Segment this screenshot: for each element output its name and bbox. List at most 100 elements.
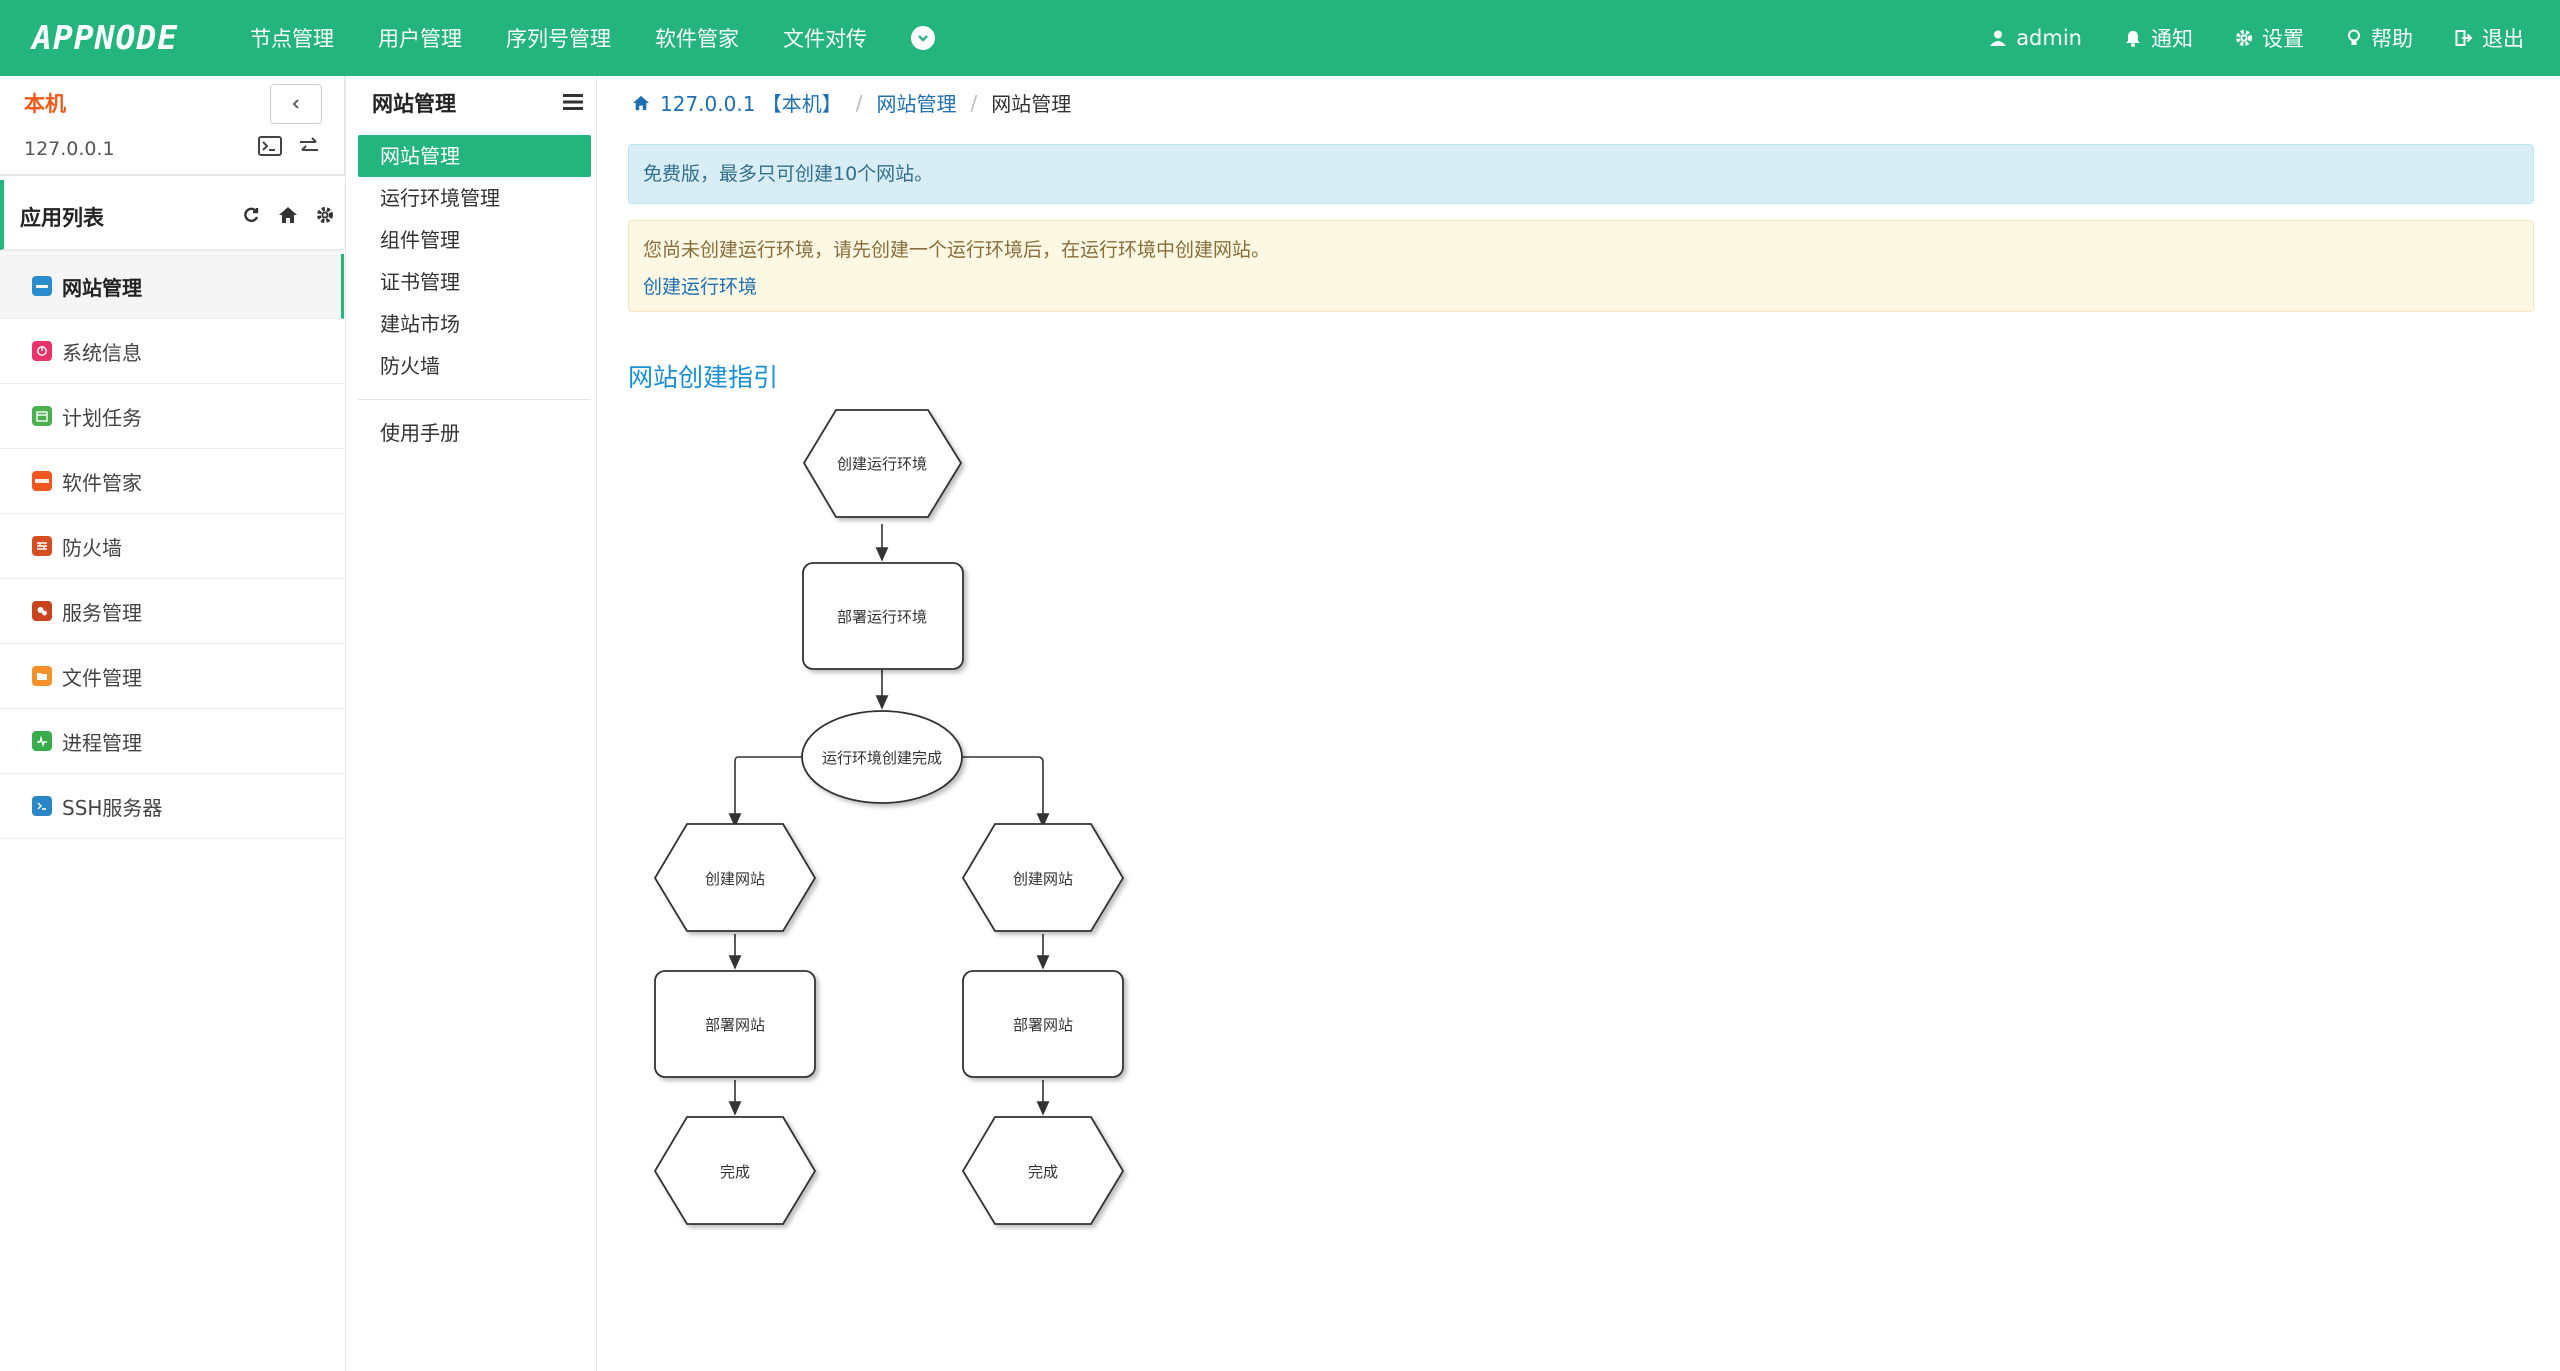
license-info-alert: 免费版，最多只可创建10个网站。 <box>628 144 2534 204</box>
chevron-down-icon[interactable] <box>911 26 935 50</box>
module-nav-title: 网站管理 <box>372 92 456 116</box>
notify-button[interactable]: 通知 <box>2124 23 2193 53</box>
warning-text: 您尚未创建运行环境，请先创建一个运行环境后，在运行环境中创建网站。 <box>643 239 1271 261</box>
app-item-label: 系统信息 <box>62 340 142 365</box>
flow-step-create-site-left: 创建网站 <box>653 823 817 932</box>
gear-icon[interactable] <box>316 206 334 224</box>
website-creation-flowchart: 创建运行环境 部署运行环境 运行环境创建完成 创建网站 部署网站 完成 创建网站 <box>653 409 1125 1225</box>
host-name: 本机 <box>24 92 66 116</box>
app-item-software[interactable]: 软件管家 <box>0 449 344 514</box>
power-icon <box>32 341 52 361</box>
flow-arrow <box>728 756 802 828</box>
module-nav-components[interactable]: 组件管理 <box>380 228 460 252</box>
user-icon <box>1990 30 2007 46</box>
breadcrumb-separator: / <box>970 90 978 115</box>
app-item-label: 文件管理 <box>62 665 142 690</box>
flow-step-done-right: 完成 <box>961 1116 1125 1225</box>
app-item-label: 进程管理 <box>62 730 142 755</box>
website-icon <box>32 276 52 296</box>
bell-icon <box>2126 31 2140 47</box>
module-nav-website[interactable]: 网站管理 <box>358 135 591 177</box>
refresh-icon[interactable] <box>242 206 260 224</box>
logout-icon <box>2455 30 2473 46</box>
logout-label: 退出 <box>2482 27 2524 51</box>
settings-button[interactable]: 设置 <box>2235 23 2304 53</box>
app-item-label: 防火墙 <box>62 535 122 560</box>
app-item-cron[interactable]: 计划任务 <box>0 384 344 449</box>
app-item-label: 网站管理 <box>62 275 142 300</box>
top-nav: 节点管理 用户管理 序列号管理 软件管家 文件对传 <box>228 0 935 76</box>
gear-icon <box>2236 30 2252 46</box>
top-nav-file-transfer[interactable]: 文件对传 <box>783 27 867 51</box>
top-bar: APPNODE 节点管理 用户管理 序列号管理 软件管家 文件对传 admin … <box>0 0 2560 76</box>
top-right-menu: admin 通知 设置 帮助 退出 <box>1947 0 2524 76</box>
flow-step-deploy-site-left: 部署网站 <box>654 970 816 1078</box>
app-list-title: 应用列表 <box>20 206 104 230</box>
app-list: 网站管理 系统信息 计划任务 软件管家 防火墙 服务管理 文件管理 进程管理 S… <box>0 254 344 839</box>
module-nav: 网站管理 网站管理 运行环境管理 组件管理 证书管理 建站市场 防火墙 使用手册 <box>345 76 597 1371</box>
breadcrumb-host[interactable]: 127.0.0.1 【本机】 <box>660 92 842 116</box>
app-item-ssh[interactable]: SSH服务器 <box>0 774 344 839</box>
lightbulb-icon <box>2348 29 2360 45</box>
top-nav-users[interactable]: 用户管理 <box>378 27 462 51</box>
flow-step-label: 完成 <box>720 1163 750 1181</box>
module-nav-certificates[interactable]: 证书管理 <box>380 270 460 294</box>
top-nav-software[interactable]: 软件管家 <box>655 27 739 51</box>
module-nav-manual[interactable]: 使用手册 <box>380 421 460 445</box>
home-icon[interactable] <box>278 206 298 224</box>
notify-label: 通知 <box>2151 27 2193 51</box>
flow-step-label: 部署网站 <box>1013 1016 1073 1034</box>
app-item-processes[interactable]: 进程管理 <box>0 709 344 774</box>
breadcrumb-section[interactable]: 网站管理 <box>876 92 957 116</box>
app-item-services[interactable]: 服务管理 <box>0 579 344 644</box>
brand-logo[interactable]: APPNODE <box>32 18 179 57</box>
host-panel: 本机 127.0.0.1 <box>0 76 345 176</box>
breadcrumb-current: 网站管理 <box>991 92 1072 116</box>
module-nav-runtime[interactable]: 运行环境管理 <box>380 186 500 210</box>
appnode-icon <box>32 471 52 491</box>
app-list-actions <box>224 206 334 224</box>
top-nav-serials[interactable]: 序列号管理 <box>506 27 611 51</box>
flow-step-label: 运行环境创建完成 <box>822 749 942 767</box>
flow-step-label: 部署网站 <box>705 1016 765 1034</box>
flow-step-create-env: 创建运行环境 <box>802 409 963 518</box>
app-item-system-info[interactable]: 系统信息 <box>0 319 344 384</box>
host-ip: 127.0.0.1 <box>24 138 115 160</box>
help-button[interactable]: 帮助 <box>2346 23 2413 53</box>
app-list-header: 应用列表 <box>0 180 344 250</box>
chevron-left-icon <box>292 99 299 109</box>
app-item-label: 计划任务 <box>62 405 142 430</box>
module-nav-divider <box>358 399 591 400</box>
flow-step-env-done: 运行环境创建完成 <box>801 710 963 804</box>
flow-step-done-left: 完成 <box>653 1116 817 1225</box>
breadcrumb: 127.0.0.1 【本机】 / 网站管理 / 网站管理 <box>632 88 1071 117</box>
home-icon[interactable] <box>632 95 650 111</box>
settings-label: 设置 <box>2262 27 2304 51</box>
guide-title: 网站创建指引 <box>628 363 779 392</box>
top-nav-nodes[interactable]: 节点管理 <box>250 27 334 51</box>
hamburger-menu-icon[interactable] <box>562 92 584 116</box>
app-item-files[interactable]: 文件管理 <box>0 644 344 709</box>
breadcrumb-separator: / <box>855 90 863 115</box>
user-menu[interactable]: admin <box>1989 26 2082 50</box>
module-nav-market[interactable]: 建站市场 <box>380 312 460 336</box>
folder-icon <box>32 666 52 686</box>
create-runtime-link[interactable]: 创建运行环境 <box>643 276 758 298</box>
logout-button[interactable]: 退出 <box>2455 23 2524 53</box>
app-item-label: SSH服务器 <box>62 795 163 820</box>
calendar-icon <box>32 406 52 426</box>
module-nav-firewall[interactable]: 防火墙 <box>380 354 440 378</box>
help-label: 帮助 <box>2371 27 2413 51</box>
flow-step-label: 部署运行环境 <box>837 608 927 626</box>
flow-step-create-site-right: 创建网站 <box>961 823 1125 932</box>
collapse-sidebar-button[interactable] <box>270 84 322 124</box>
app-item-website[interactable]: 网站管理 <box>0 254 344 319</box>
host-actions <box>258 136 336 156</box>
flow-step-label: 创建网站 <box>705 870 765 888</box>
app-item-firewall[interactable]: 防火墙 <box>0 514 344 579</box>
switch-host-icon[interactable] <box>298 136 320 156</box>
activity-icon <box>32 731 52 751</box>
terminal-icon[interactable] <box>258 136 282 156</box>
cogs-icon <box>32 601 52 621</box>
flow-step-label: 创建运行环境 <box>837 455 927 473</box>
